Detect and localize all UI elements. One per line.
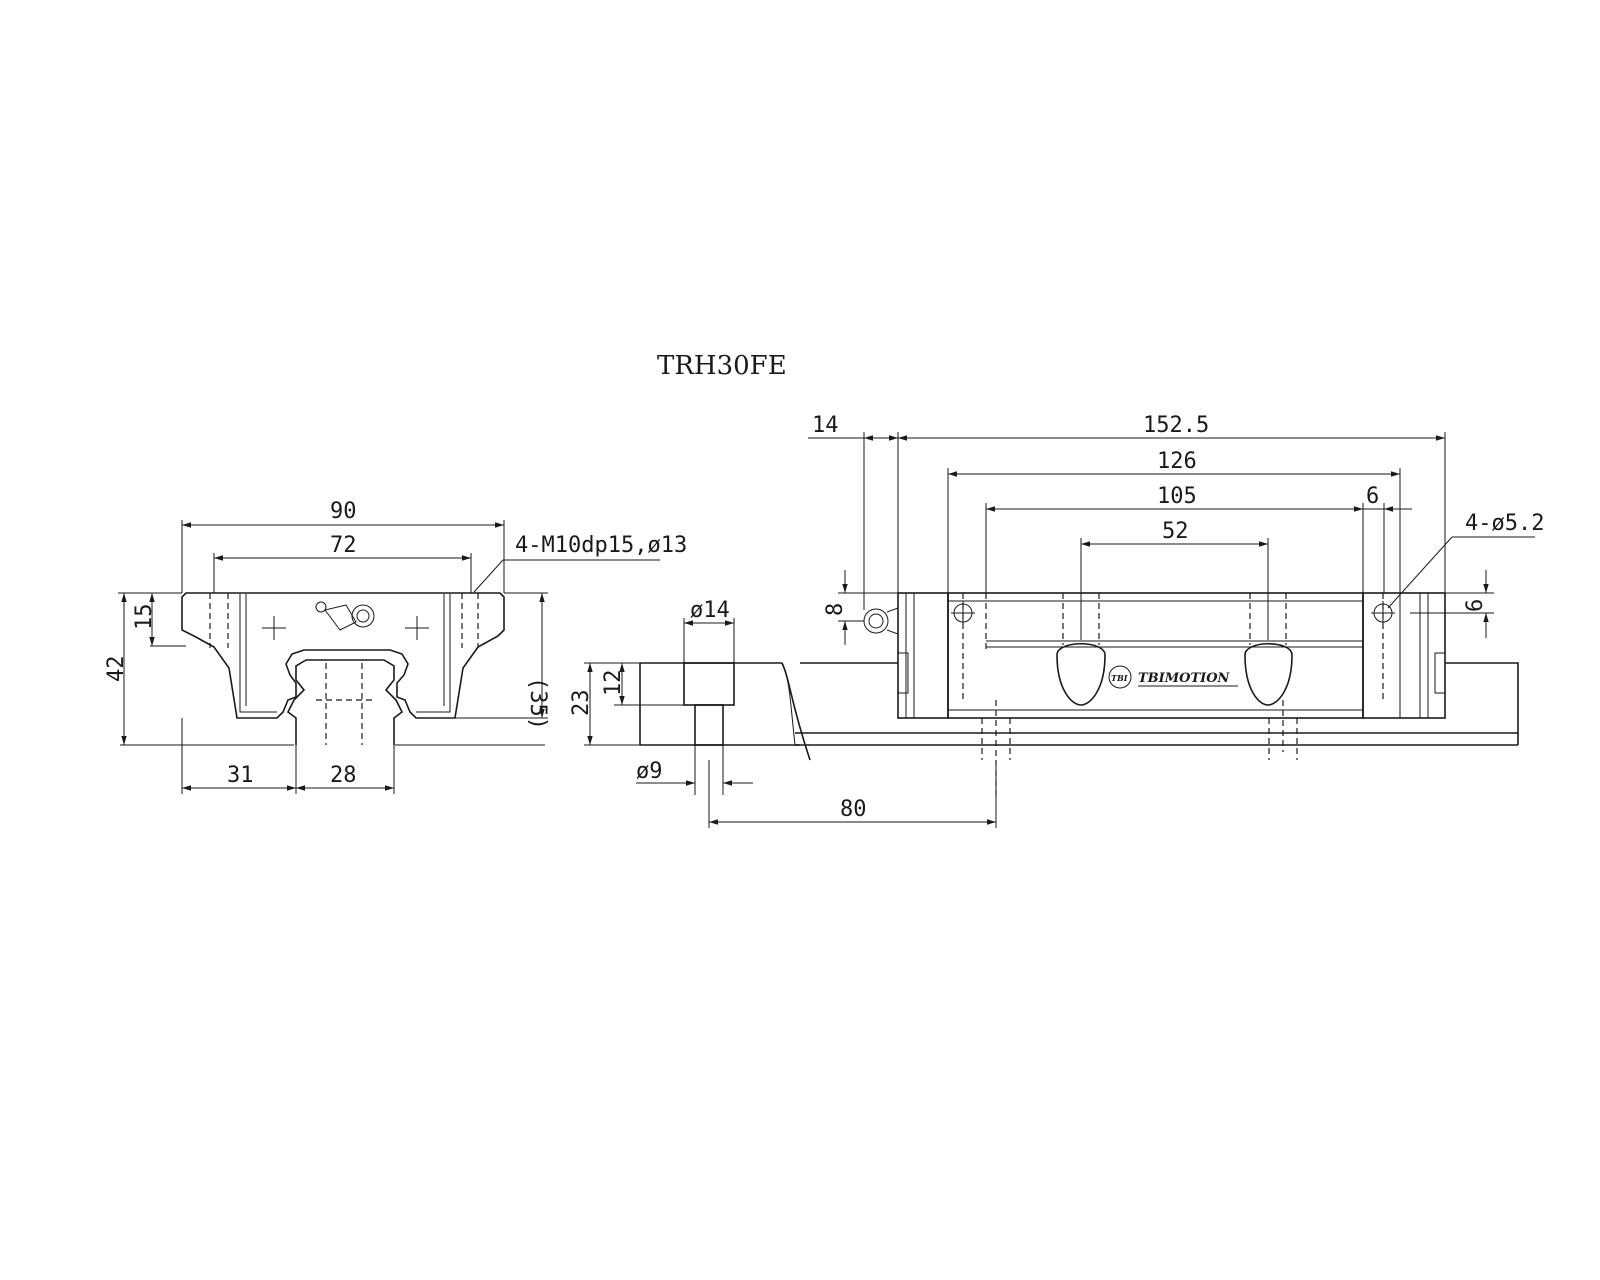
dim-seal: 6 <box>1366 484 1379 509</box>
carriage-body <box>181 592 505 719</box>
dim-hole-dia: ø9 <box>636 759 663 784</box>
dim-body-length: 126 <box>1157 449 1197 474</box>
drawing-title: TRH30FE <box>657 351 787 381</box>
dim-counterbore-dia: ø14 <box>690 598 730 623</box>
cap-right <box>1244 643 1293 706</box>
rail-profile <box>286 659 404 745</box>
cap-left <box>1056 643 1106 706</box>
dim-height-total: 42 <box>104 656 129 683</box>
tbi-logo: TBI TBIMOTION <box>1108 665 1238 689</box>
dim-body-height: (35) <box>525 677 550 730</box>
front-view: 90 72 4-M10dp15,ø13 42 15 (35) 31 28 <box>104 499 687 794</box>
rail-section: ø14 23 12 ø9 80 <box>569 598 997 828</box>
grease-nipple <box>315 601 375 631</box>
dim-nipple: 14 <box>812 413 839 438</box>
side-view: TBI TBIMOTION 14 152.5 126 105 6 52 <box>795 413 1544 800</box>
svg-text:TBI: TBI <box>1111 673 1128 683</box>
crosshair-left <box>262 616 286 640</box>
dim-side-offset: 6 <box>1463 599 1488 612</box>
dim-hole-pitch: 72 <box>330 533 357 558</box>
dim-offset: 31 <box>227 763 254 788</box>
hole-callout-side: 4-ø5.2 <box>1465 511 1544 536</box>
dim-plate-length: 105 <box>1157 484 1197 509</box>
dim-flange: 15 <box>132 604 157 631</box>
dim-counterbore-depth: 12 <box>601 670 626 697</box>
grease-nipple-side <box>863 607 899 635</box>
carriage-side-body <box>947 592 1364 719</box>
dim-rail-width: 28 <box>330 763 357 788</box>
dim-rail-height: 23 <box>569 690 594 717</box>
svg-text:TBIMOTION: TBIMOTION <box>1138 671 1231 686</box>
dim-rail-hole-pitch: 80 <box>840 797 867 822</box>
dim-overall-length: 152.5 <box>1143 413 1209 438</box>
dim-width-total: 90 <box>330 499 357 524</box>
dim-bolt-pitch: 52 <box>1162 519 1189 544</box>
crosshair-right <box>405 616 429 640</box>
dim-nipple-height: 8 <box>823 603 848 616</box>
hole-callout-front: 4-M10dp15,ø13 <box>515 533 687 558</box>
